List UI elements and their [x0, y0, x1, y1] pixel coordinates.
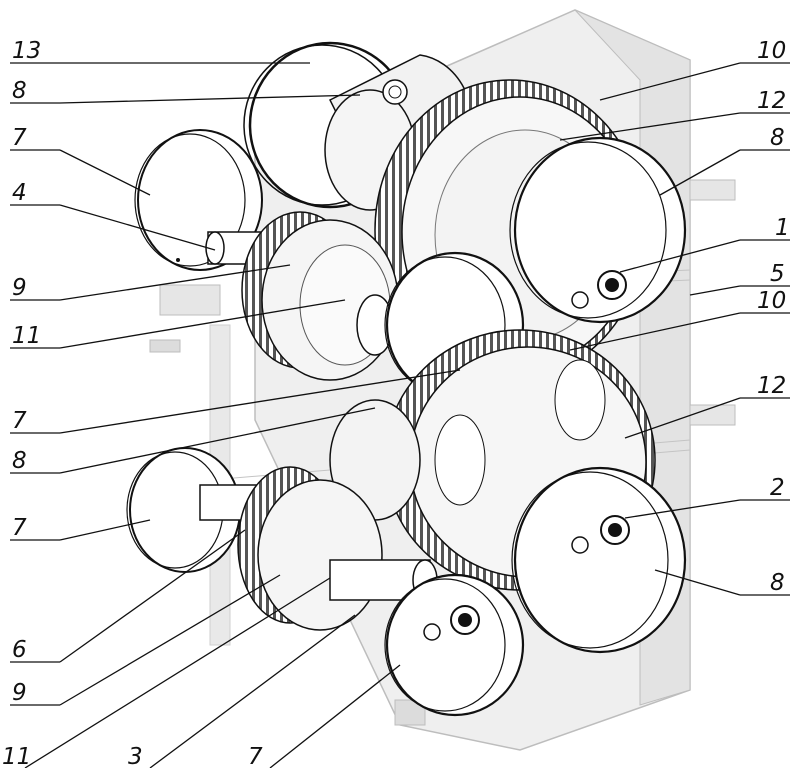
- leader-line: [624, 499, 741, 519]
- leader-line: [59, 264, 291, 301]
- callout-label: 7: [12, 408, 27, 434]
- leader-line: [59, 149, 151, 196]
- callout-label: 8: [12, 78, 27, 104]
- upper-shaft-assembly: [134, 41, 687, 399]
- callout-label: 7: [12, 125, 27, 151]
- lower-shaft-assembly: [126, 329, 687, 717]
- leader-line: [59, 519, 151, 541]
- callout-label: 9: [12, 680, 27, 706]
- callout-label: 10: [757, 288, 786, 314]
- callout-label: 9: [12, 275, 27, 301]
- callout-label: 10: [757, 38, 786, 64]
- callout-label: 8: [12, 448, 27, 474]
- callout-labels: 13 8 7 4 9 11 7 8 7 6 9 11 3 7 10 12 8 1…: [2, 38, 790, 768]
- callout-label: 7: [12, 515, 27, 541]
- callout-label: 3: [128, 744, 143, 768]
- callout-label: 7: [248, 744, 263, 768]
- leader-line: [654, 569, 741, 596]
- leader-line: [59, 299, 346, 349]
- callout-label: 8: [770, 570, 785, 596]
- leader-line: [599, 62, 741, 101]
- callout-label: 11: [12, 323, 41, 349]
- leader-line: [59, 204, 216, 251]
- callout-label: 6: [12, 637, 27, 663]
- callout-label: 12: [757, 88, 786, 114]
- leader-line: [619, 239, 741, 273]
- upper-right-end-cover: [513, 136, 687, 324]
- leader-line: [59, 369, 461, 434]
- callout-label: 5: [770, 261, 785, 287]
- lower-front-end-cap: [385, 573, 525, 717]
- leader-line: [59, 407, 376, 474]
- leader-line: [569, 312, 741, 351]
- leader-line: [269, 664, 401, 768]
- callouts: [10, 62, 790, 768]
- callout-label: 11: [2, 744, 31, 768]
- leader-line: [659, 149, 741, 196]
- leader-line: [624, 397, 741, 439]
- leader-line: [689, 285, 741, 296]
- callout-label: 8: [770, 125, 785, 151]
- leader-line: [59, 574, 281, 706]
- callout-label: 4: [12, 180, 27, 206]
- leader-line: [59, 529, 246, 663]
- leader-line: [559, 112, 741, 141]
- callout-label: 1: [775, 215, 790, 241]
- callout-label: 2: [770, 475, 785, 501]
- lower-right-end-cover: [513, 466, 687, 654]
- leader-line: [59, 94, 361, 104]
- leader-line: [24, 577, 331, 768]
- leader-line: [149, 614, 356, 768]
- callout-label: 13: [12, 38, 41, 64]
- top-bolt: [382, 79, 408, 105]
- callout-label: 12: [757, 373, 786, 399]
